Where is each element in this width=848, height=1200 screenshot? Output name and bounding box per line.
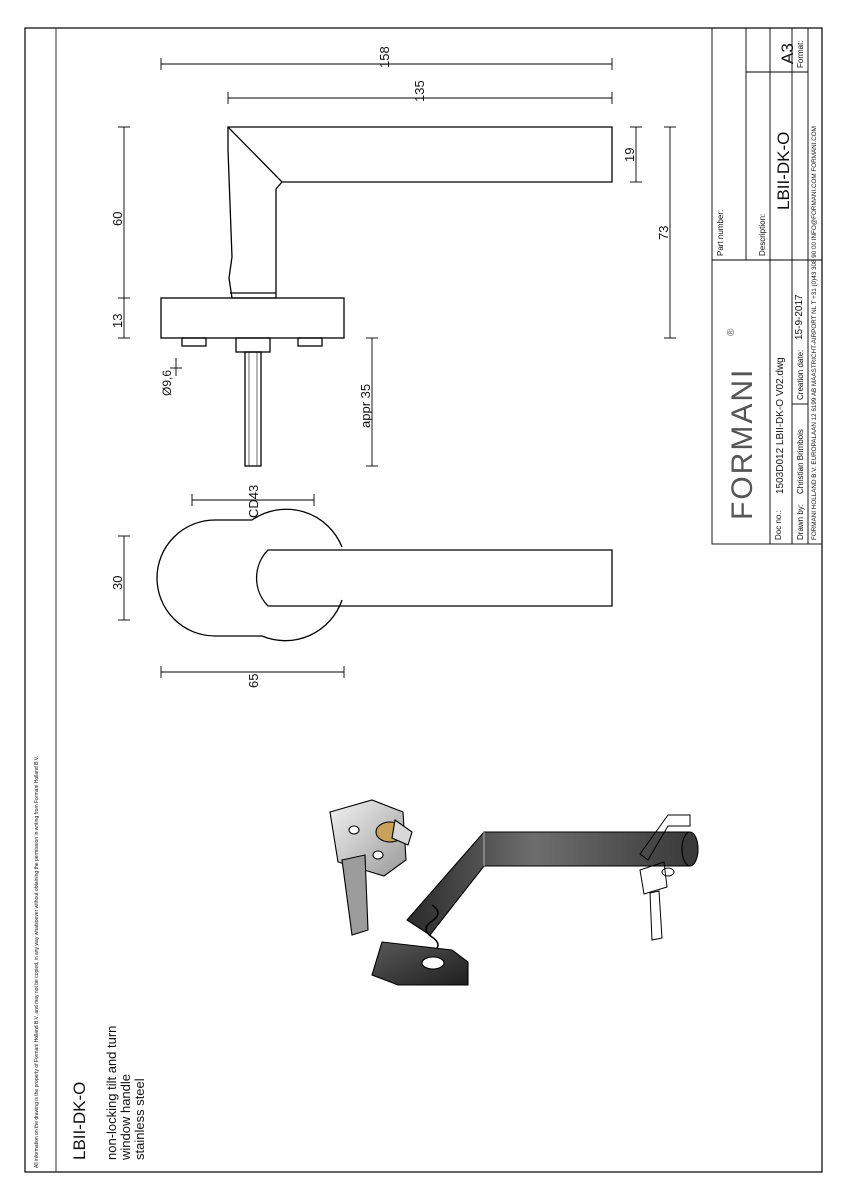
description-value: LBII-DK-O	[774, 131, 793, 210]
format-value: A3	[778, 43, 797, 64]
description-label: Description:	[758, 213, 767, 256]
dim-9-6: Ø9,6	[160, 369, 174, 396]
description-line-2: window handle	[118, 1073, 133, 1160]
dim-13: 13	[110, 313, 125, 328]
dim-65: 65	[246, 673, 261, 688]
doc-no-label: Doc no.:	[774, 510, 783, 540]
handle-side-view	[160, 126, 613, 467]
title-block-footer: FORMANI HOLLAND B.V. EUROPALAAN 12 6199 …	[811, 126, 818, 540]
dim-30: 30	[110, 575, 125, 590]
drawn-by-value: Christian Brimbois	[796, 429, 805, 494]
dim-19: 19	[622, 147, 637, 162]
brand-logo: FORMANI	[726, 367, 759, 520]
brand-registered-mark: ®	[726, 328, 737, 336]
inner-frame	[55, 27, 823, 1173]
dim-135: 135	[412, 80, 427, 102]
creation-date-value: 15-9-2017	[794, 294, 805, 340]
drawn-by-label: Drawn by:	[796, 503, 805, 540]
title-block-frame	[711, 27, 823, 545]
part-number-label: Part number:	[716, 209, 725, 256]
description-line-1: non-locking tilt and turn	[104, 1025, 119, 1160]
dim-appr-35: appr 35	[358, 383, 373, 428]
outer-frame	[24, 27, 823, 1173]
handle-top-view	[156, 508, 613, 642]
drawing-title: LBII-DK-O	[70, 1081, 89, 1160]
dim-73: 73	[656, 225, 671, 240]
dimension-lines	[118, 58, 676, 678]
creation-date-label: Creation date:	[796, 349, 805, 400]
dim-cd43: CD43	[246, 484, 261, 518]
dim-158: 158	[377, 46, 392, 68]
description-line-3: stainless steel	[132, 1078, 147, 1160]
doc-no-value: 1503D012 LBII-DK-O V02.dwg	[775, 357, 786, 494]
dim-60: 60	[110, 211, 125, 226]
exploded-3d-view	[329, 799, 699, 986]
disclaimer-text: All information on the drawing is the pr…	[34, 755, 40, 1168]
